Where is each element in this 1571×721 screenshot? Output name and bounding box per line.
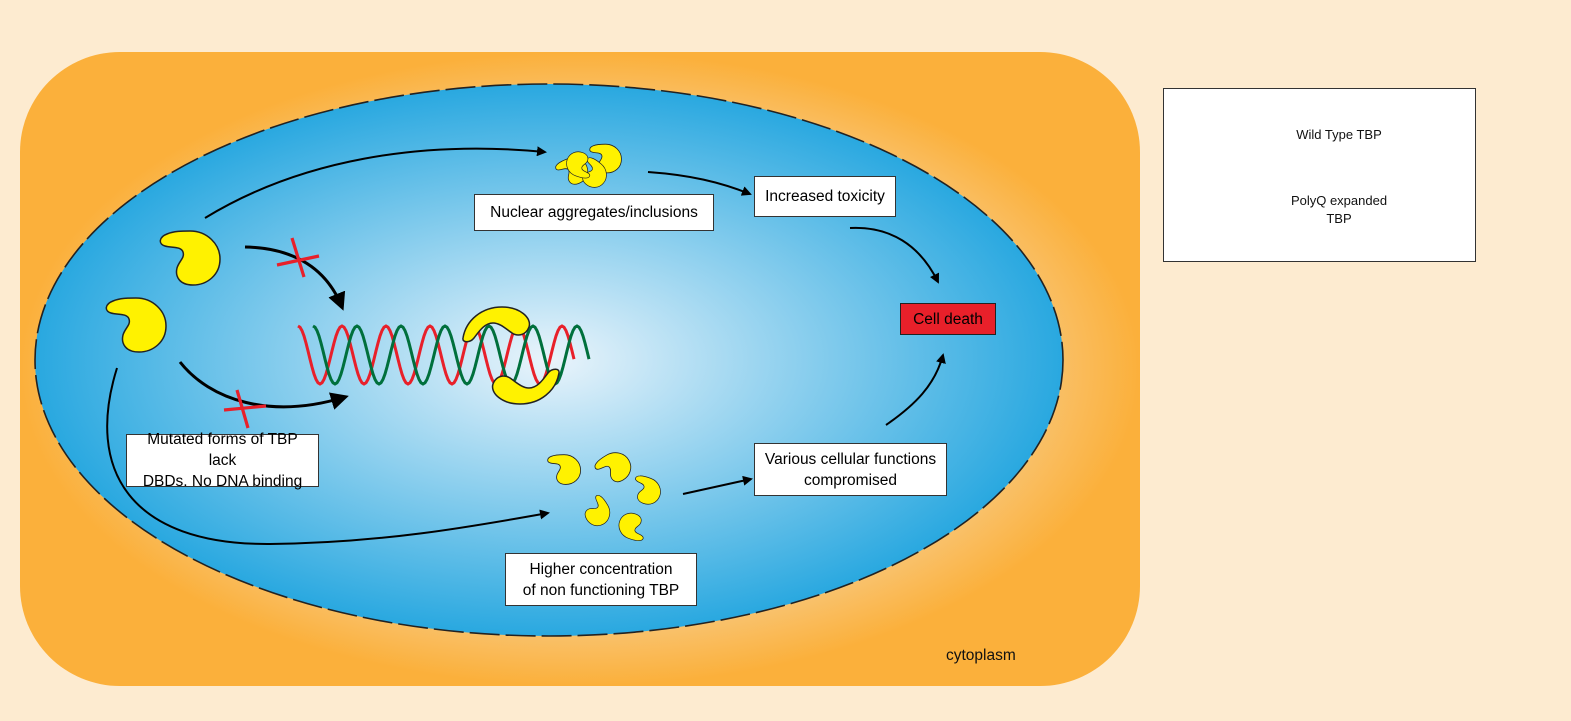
- dna-strand-a: [297, 324, 576, 386]
- arrow-to-cell-death-bottom: [885, 353, 946, 426]
- blocked-arrow-bottom: [178, 361, 349, 410]
- cytoplasm-label: cytoplasm: [946, 647, 1016, 664]
- arrow-to-cellular-functions: [682, 475, 753, 495]
- legend-polyq-label: PolyQ expanded TBP: [1290, 193, 1388, 226]
- mutated-forms-label: Mutated forms of TBP lack DBDs. No DNA b…: [126, 431, 319, 490]
- legend-wild-type-label: Wild Type TBP: [1296, 127, 1382, 142]
- dna-helix: [297, 324, 591, 386]
- red-x-block-icon: [276, 237, 320, 278]
- arrow-to-cell-death-top: [849, 226, 939, 284]
- arrow-to-concentration: [106, 367, 550, 546]
- red-x-block-icon: [223, 389, 267, 429]
- pathway-arrows: [106, 146, 946, 546]
- cell-death-label: Cell death: [900, 303, 996, 335]
- concentration-label: Higher concentration of non functioning …: [505, 553, 697, 606]
- arrow-to-aggregates: [204, 146, 547, 219]
- cellular-functions-label: Various cellular functions compromised: [754, 443, 947, 496]
- dna-strand-b: [312, 324, 591, 386]
- aggregates-label: Nuclear aggregates/inclusions: [474, 194, 714, 231]
- toxicity-label: Increased toxicity: [754, 176, 896, 217]
- blocked-arrow-top: [244, 245, 346, 311]
- legend: Wild Type TBP PolyQ expanded TBP: [1163, 88, 1476, 262]
- arrow-to-toxicity: [647, 171, 752, 196]
